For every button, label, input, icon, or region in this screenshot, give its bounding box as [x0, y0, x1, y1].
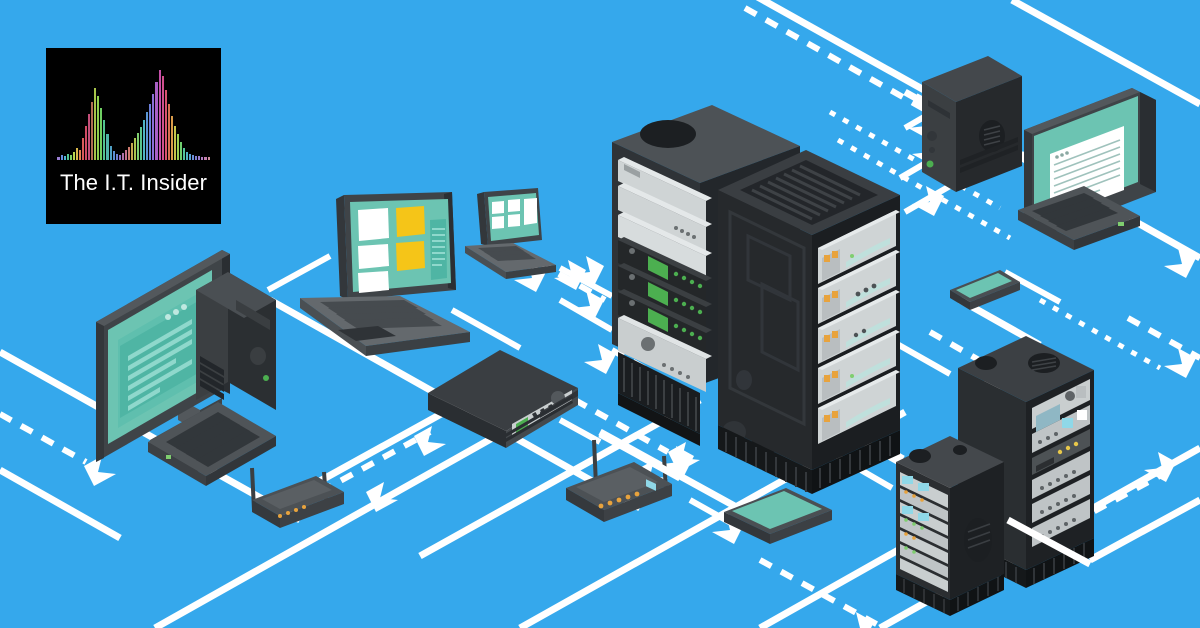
- spectrum-bar-45: [195, 156, 198, 160]
- spectrum-bar-0: [57, 157, 60, 160]
- desktop-tower-right: [922, 56, 1022, 192]
- spectrum-bar-17: [109, 146, 112, 160]
- spectrum-bar-24: [130, 143, 133, 160]
- spectrum-bar-15: [103, 120, 106, 160]
- tablet-right: [950, 270, 1020, 310]
- spectrum-bar-42: [186, 152, 189, 160]
- spectrum-bar-33: [158, 70, 161, 160]
- keyboard-right: [1018, 186, 1140, 250]
- rack-blade-units-small: [900, 472, 948, 592]
- logo-badge[interactable]: The I.T. Insider: [46, 48, 221, 224]
- spectrum-bar-35: [164, 90, 167, 160]
- desktop-monitor-right: [1024, 88, 1156, 234]
- laptop-small: [465, 188, 556, 279]
- foreground-connection-lines: [598, 430, 1092, 568]
- spectrum-bar-25: [134, 138, 137, 160]
- spectrum-bar-32: [155, 82, 158, 160]
- server-blade-units-front: [818, 210, 900, 444]
- spectrum-bar-26: [137, 133, 140, 160]
- spectrum-bar-10: [88, 114, 91, 160]
- spectrum-bar-38: [173, 126, 176, 160]
- spectrum-bar-7: [78, 150, 81, 160]
- spectrum-bar-48: [204, 157, 207, 160]
- spectrum-bar-43: [189, 154, 192, 160]
- spectrum-bar-16: [106, 134, 109, 160]
- spectrum-bar-29: [146, 112, 149, 160]
- spectrum-bar-4: [69, 155, 72, 160]
- tablet-center: [724, 488, 832, 544]
- spectrum-bar-1: [60, 155, 63, 160]
- logo-title: The I.T. Insider: [59, 170, 208, 195]
- server-rack-right-front: [896, 436, 1004, 616]
- spectrum-bar-34: [161, 76, 164, 160]
- audio-spectrum-icon: [57, 66, 210, 160]
- spectrum-bar-40: [179, 142, 182, 160]
- spectrum-bar-21: [121, 153, 124, 160]
- spectrum-bar-12: [94, 88, 97, 160]
- spectrum-bar-23: [127, 147, 130, 160]
- spectrum-bar-30: [149, 104, 152, 160]
- spectrum-bar-9: [85, 126, 88, 160]
- spectrum-bar-46: [198, 156, 201, 160]
- spectrum-bar-11: [91, 102, 94, 160]
- desktop-monitor-left: [96, 250, 244, 474]
- spectrum-bar-14: [100, 108, 103, 160]
- laptop-large: [300, 192, 470, 356]
- spectrum-bar-28: [143, 120, 146, 160]
- network-switch: [428, 350, 578, 448]
- spectrum-bar-3: [66, 154, 69, 160]
- spectrum-bar-13: [97, 96, 100, 160]
- spectrum-bar-36: [167, 104, 170, 160]
- spectrum-bar-19: [115, 154, 118, 160]
- spectrum-bar-8: [81, 138, 84, 160]
- spectrum-bar-20: [118, 155, 121, 160]
- keyboard-left: [148, 402, 276, 486]
- spectrum-bar-6: [75, 148, 78, 160]
- server-blade-units: [618, 157, 712, 491]
- spectrum-bar-39: [176, 134, 179, 160]
- spectrum-bar-27: [140, 127, 143, 160]
- spectrum-bar-31: [152, 94, 155, 160]
- spectrum-bar-2: [63, 156, 66, 160]
- spectrum-bar-41: [183, 148, 186, 160]
- wifi-router-left: [250, 467, 344, 528]
- wifi-router-center: [566, 439, 672, 522]
- spectrum-bar-5: [72, 152, 75, 160]
- spectrum-bar-18: [112, 151, 115, 160]
- spectrum-bar-47: [201, 157, 204, 160]
- spectrum-bar-44: [192, 155, 195, 160]
- desktop-tower-left: [196, 272, 276, 410]
- spectrum-bar-37: [170, 116, 173, 160]
- server-tower-primary: [718, 150, 900, 494]
- spectrum-bar-22: [124, 150, 127, 160]
- spectrum-bar-49: [207, 157, 210, 160]
